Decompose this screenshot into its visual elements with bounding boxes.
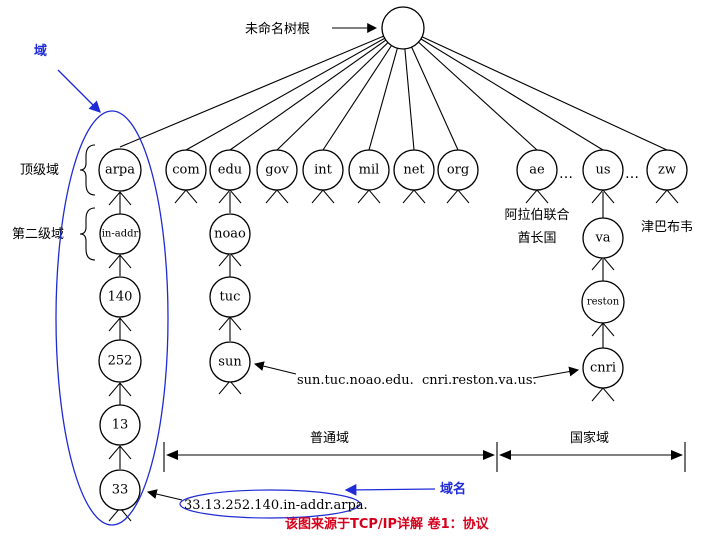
svg-text:in-addr: in-addr [102, 229, 139, 240]
ae-caption-line1: 阿拉伯联合 [504, 208, 569, 223]
svg-text:va: va [594, 231, 610, 246]
svg-text:edu: edu [218, 163, 242, 178]
node-gov: gov [256, 149, 298, 191]
example-cnri: cnri.reston.va.us. [422, 373, 537, 388]
top-level-brace [79, 144, 96, 196]
top-level-label: 顶级域 [20, 163, 59, 178]
source-note: 该图来源于TCP/IP详解 卷1：协议 [285, 516, 490, 532]
second-level-label: 第二级域 [12, 227, 64, 242]
node-reston: reston [581, 280, 625, 324]
svg-text:com: com [172, 163, 199, 178]
node-net: net [393, 149, 435, 191]
domain-name-ellipse [179, 489, 361, 519]
country-domains-range [499, 442, 686, 472]
root-node [381, 6, 425, 50]
svg-text:zw: zw [658, 163, 676, 178]
node-ae: ae [516, 149, 558, 191]
node-zw: zw [646, 149, 688, 191]
svg-text:tuc: tuc [220, 290, 241, 305]
svg-text:us: us [595, 163, 610, 178]
arpa-arrow [146, 489, 183, 501]
node-sun: sun [209, 341, 251, 383]
node-int: int [302, 149, 344, 191]
domain-annotation-arrow [57, 69, 101, 113]
example-arpa: 33.13.252.140.in-addr.arpa. [184, 498, 368, 513]
node-org: org [437, 149, 479, 191]
svg-text:reston: reston [587, 297, 620, 308]
chain-edges [119, 192, 604, 469]
node-va: va [582, 217, 624, 259]
domain-annotation: 域 [34, 43, 47, 59]
sun-arrow [253, 361, 297, 375]
zw-caption: 津巴布韦 [641, 220, 693, 235]
ae-caption-line2: 酋长国 [517, 230, 556, 246]
second-level-brace [79, 207, 96, 261]
generic-domains-label: 普通域 [310, 431, 349, 446]
node-edu: edu [209, 149, 251, 191]
node-noao: noao [209, 213, 251, 255]
svg-text:int: int [314, 163, 333, 178]
svg-text:net: net [403, 163, 425, 178]
svg-text:noao: noao [214, 227, 246, 242]
svg-text:mil: mil [359, 163, 380, 178]
svg-text:gov: gov [265, 163, 289, 178]
domain-name-annotation-arrow [344, 484, 436, 496]
ellipsis-left: … [559, 166, 573, 182]
svg-text:33: 33 [112, 483, 129, 498]
node-252: 252 [98, 339, 142, 383]
svg-text:sun: sun [218, 355, 242, 370]
svg-text:cnri: cnri [590, 361, 616, 376]
node-cnri: cnri [582, 347, 624, 389]
domain-ellipse [55, 110, 169, 526]
root-label: 未命名树根 [245, 21, 310, 37]
node-in-addr: in-addr [99, 213, 141, 255]
node-arpa: arpa [98, 148, 142, 192]
node-mil: mil [348, 149, 390, 191]
node-13: 13 [99, 404, 141, 446]
node-33: 33 [99, 469, 141, 511]
svg-text:arpa: arpa [105, 163, 135, 178]
svg-text:ae: ae [529, 163, 545, 178]
node-tuc: tuc [209, 276, 251, 318]
svg-text:13: 13 [112, 418, 129, 433]
ellipsis-right: … [625, 166, 639, 182]
example-sun: sun.tuc.noao.edu. [297, 373, 414, 388]
svg-text:org: org [447, 163, 469, 178]
cnri-arrow [532, 366, 580, 379]
node-us: us [582, 149, 624, 191]
domain-name-annotation: 域名 [440, 481, 466, 497]
svg-text:252: 252 [108, 354, 133, 369]
country-domains-label: 国家域 [570, 430, 609, 446]
node-140: 140 [99, 276, 141, 318]
generic-domains-range [163, 442, 498, 472]
node-com: com [165, 149, 207, 191]
svg-text:140: 140 [108, 290, 133, 305]
